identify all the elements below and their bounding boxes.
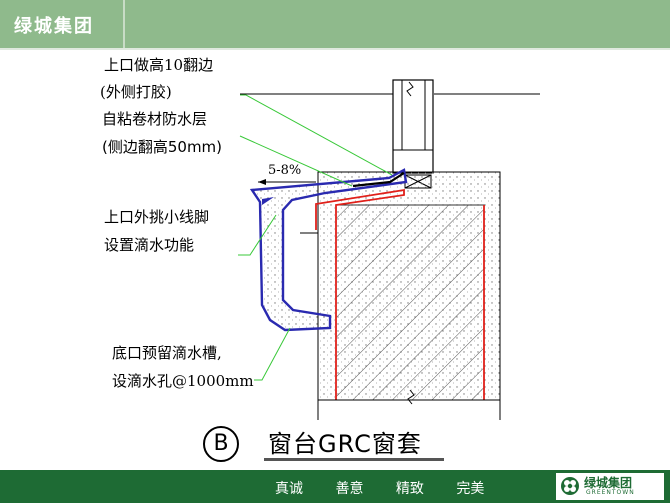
slogan: 真诚 善意 精致 完美: [275, 478, 512, 498]
membrane-line: [352, 172, 405, 188]
caption-title: 窗台GRC窗套: [268, 430, 422, 458]
label-bottom-1: 底口预留滴水槽,: [112, 342, 222, 363]
section-diagram: 上口做高10翻边 (外侧打胶) 自粘卷材防水层 (侧边翻高50mm) 5-8% …: [0, 50, 670, 470]
logo-text-cn: 绿城集团: [584, 476, 633, 490]
slogan-word: 善意: [335, 481, 364, 497]
greentown-logo: 绿城集团 GREENTOWN: [556, 473, 664, 500]
grc-profile: [249, 168, 408, 332]
logo-text-en: GREENTOWN: [586, 489, 635, 496]
label-top-edge-1: 上口做高10翻边: [104, 54, 214, 75]
label-bottom-2: 设滴水孔@1000mm: [112, 370, 254, 391]
slogan-word: 真诚: [275, 481, 303, 497]
label-top-edge-2: (外侧打胶): [100, 81, 172, 102]
header-title: 绿城集团: [14, 16, 94, 37]
label-membrane-2: (侧边翻高50mm): [102, 136, 223, 157]
label-membrane-1: 自粘卷材防水层: [102, 108, 208, 129]
clover-icon: [561, 477, 579, 495]
header-bar: 绿城集团: [0, 0, 670, 48]
footer-bar: 真诚 善意 精致 完美 绿城集团 GREENTOWN: [0, 470, 670, 503]
label-drip-2: 设置滴水功能: [104, 234, 195, 255]
header-divider: [0, 48, 670, 50]
masonry-wall: [335, 204, 485, 401]
label-drip-1: 上口外挑小线脚: [104, 206, 210, 227]
section-drawing: [238, 79, 540, 420]
caption-mark: B: [203, 426, 239, 462]
slogan-word: 精致: [395, 481, 424, 497]
caption-underline: [264, 458, 444, 461]
leader-lines: [238, 94, 393, 381]
header-separator: [123, 0, 125, 48]
label-slope: 5-8%: [268, 163, 302, 178]
red-flashing: [315, 188, 485, 400]
slogan-word: 完美: [456, 481, 485, 497]
